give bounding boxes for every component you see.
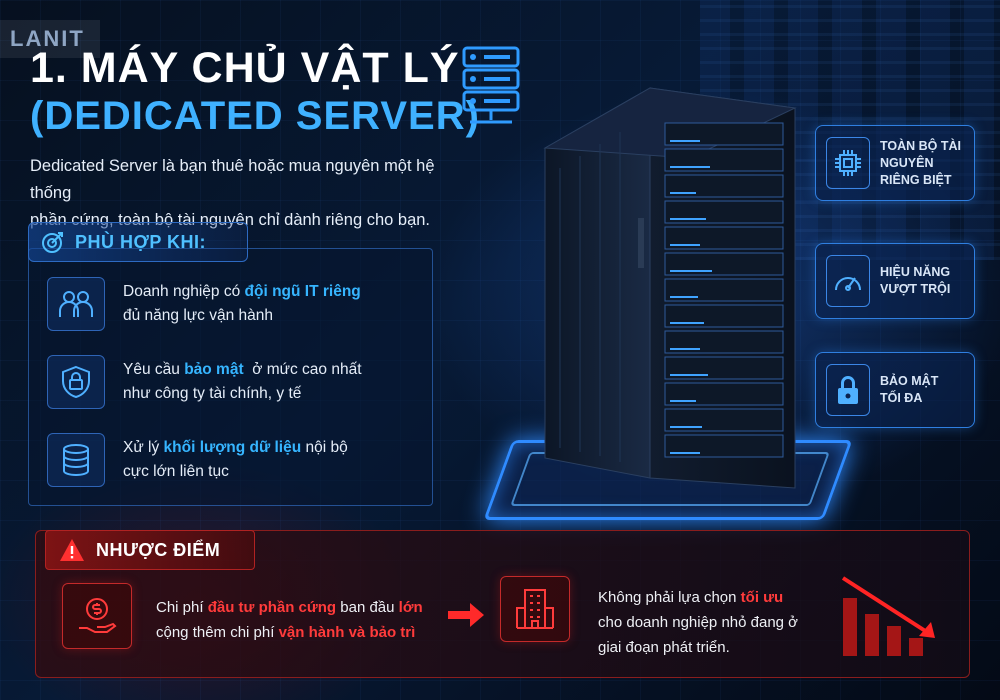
speedometer-icon (826, 255, 870, 307)
list-item: Doanh nghiệp có đội ngũ IT riêng đủ năng… (47, 277, 361, 331)
page-title: 1. MÁY CHỦ VẬT LÝ (30, 44, 460, 92)
highlight-text: tối ưu (740, 589, 784, 606)
declining-chart-icon (841, 576, 935, 656)
arrow-right-icon (448, 603, 484, 627)
padlock-icon (826, 364, 870, 416)
drawback-cost: Chi phí đầu tư phần cứng ban đầu lớn cộn… (156, 599, 423, 641)
team-icon (47, 277, 105, 331)
building-icon (500, 576, 570, 642)
page-subtitle: (DEDICATED SERVER) (30, 94, 480, 138)
list-item: Xử lý khối lượng dữ liệu nội bộ cực lớn … (47, 433, 348, 487)
drawbacks-heading: NHƯỢC ĐIỂM (45, 530, 255, 570)
brand-logo: LANIT (0, 20, 100, 58)
suitable-list: Doanh nghiệp có đội ngũ IT riêng đủ năng… (28, 248, 433, 506)
server-rack-image (543, 87, 797, 489)
highlight-text: lớn (398, 599, 423, 616)
target-icon (42, 232, 63, 253)
highlight-text: đội ngũ IT riêng (244, 283, 361, 300)
cpu-chip-icon (826, 137, 870, 189)
highlight-text: vận hành và bảo trì (278, 624, 416, 641)
money-hand-icon (62, 583, 132, 649)
warning-icon (60, 539, 84, 561)
drawback-fit: Không phải lựa chọn tối ưu cho doanh ngh… (598, 589, 799, 656)
database-icon (47, 433, 105, 487)
server-stack-icon (462, 46, 520, 124)
highlight-text: bảo mật (184, 361, 244, 378)
suitable-heading: PHÙ HỢP KHI: (28, 222, 248, 262)
highlight-text: khối lượng dữ liệu (163, 439, 302, 456)
highlight-text: đầu tư phần cứng (207, 599, 337, 616)
list-item: Yêu cầu bảo mật ở mức cao nhất như công … (47, 355, 362, 409)
shield-lock-icon (47, 355, 105, 409)
